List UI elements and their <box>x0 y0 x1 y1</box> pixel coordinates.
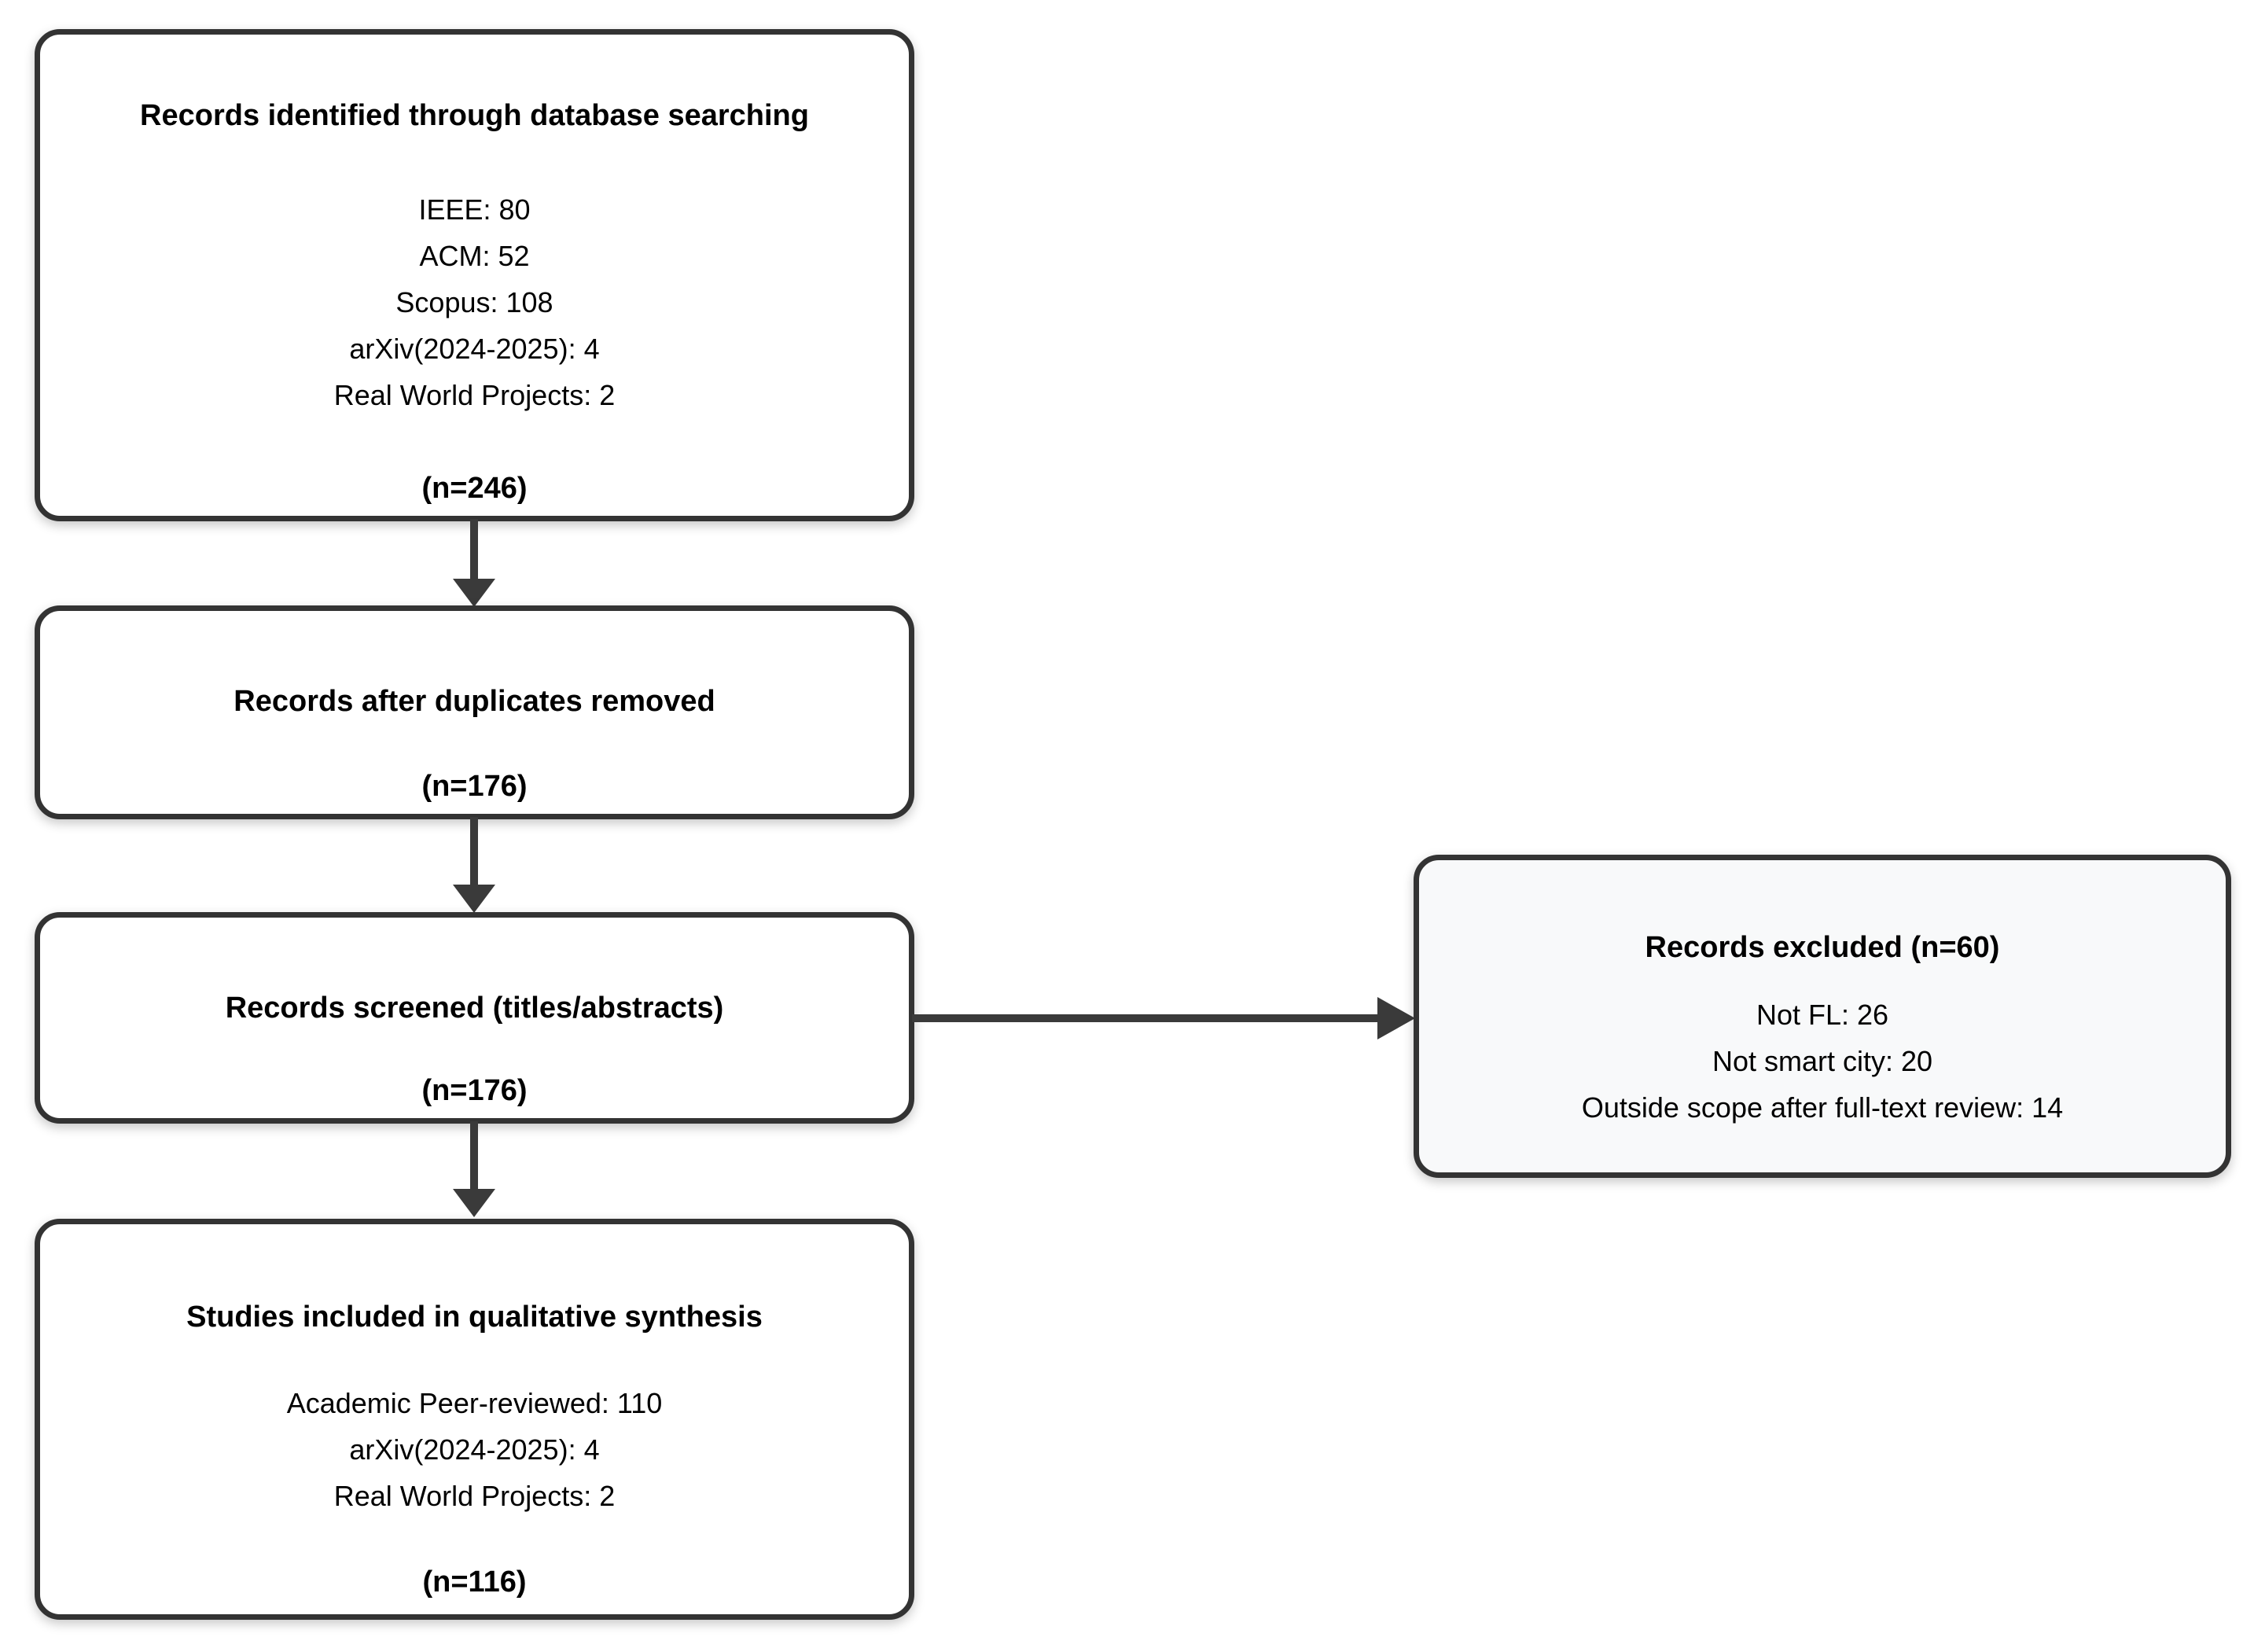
down-arrow-shaft <box>470 817 478 885</box>
list-item: IEEE: 80 <box>418 193 531 226</box>
box-records-excluded: Records excluded (n=60) Not FL: 26 Not s… <box>1414 855 2231 1178</box>
box-records-identified: Records identified through database sear… <box>35 29 914 521</box>
box-records-screened: Records screened (titles/abstracts) (n=1… <box>35 912 914 1124</box>
list-item: Outside scope after full-text review: 14 <box>1581 1091 2064 1124</box>
down-arrow-head-icon <box>453 1189 495 1217</box>
down-arrow-shaft <box>470 1121 478 1189</box>
box-total-count: (n=116) <box>422 1566 527 1599</box>
box-title: Records excluded (n=60) <box>1645 931 2000 964</box>
box-item-list: Not FL: 26 Not smart city: 20 Outside sc… <box>1443 966 2202 1157</box>
list-item: arXiv(2024-2025): 4 <box>349 332 600 365</box>
box-total-count: (n=246) <box>421 472 528 505</box>
down-arrow-head-icon <box>453 579 495 607</box>
list-item: Academic Peer-reviewed: 110 <box>286 1387 663 1419</box>
box-studies-included: Studies included in qualitative synthesi… <box>35 1219 914 1620</box>
box-title: Studies included in qualitative synthesi… <box>186 1301 763 1334</box>
box-item-list: IEEE: 80 ACM: 52 Scopus: 108 arXiv(2024-… <box>64 134 885 470</box>
box-title: Records screened (titles/abstracts) <box>225 992 724 1025</box>
down-arrow-shaft <box>470 519 478 579</box>
right-arrow-head-icon <box>1377 997 1415 1039</box>
list-item: Not smart city: 20 <box>1712 1045 1933 1077</box>
box-item-list: Academic Peer-reviewed: 110 arXiv(2024-2… <box>64 1335 885 1564</box>
box-total-count: (n=176) <box>421 1074 528 1107</box>
right-arrow-shaft <box>912 1014 1377 1022</box>
list-item: ACM: 52 <box>419 239 530 272</box>
list-item: Real World Projects: 2 <box>333 1480 616 1512</box>
down-arrow-head-icon <box>453 885 495 913</box>
box-duplicates-removed: Records after duplicates removed (n=176) <box>35 605 914 819</box>
list-item: arXiv(2024-2025): 4 <box>349 1433 600 1466</box>
box-title: Records identified through database sear… <box>140 99 809 132</box>
list-item: Scopus: 108 <box>395 285 553 318</box>
list-item: Not FL: 26 <box>1756 999 1889 1031</box>
list-item: Real World Projects: 2 <box>333 378 616 411</box>
box-total-count: (n=176) <box>421 770 528 803</box>
box-title: Records after duplicates removed <box>233 685 715 718</box>
